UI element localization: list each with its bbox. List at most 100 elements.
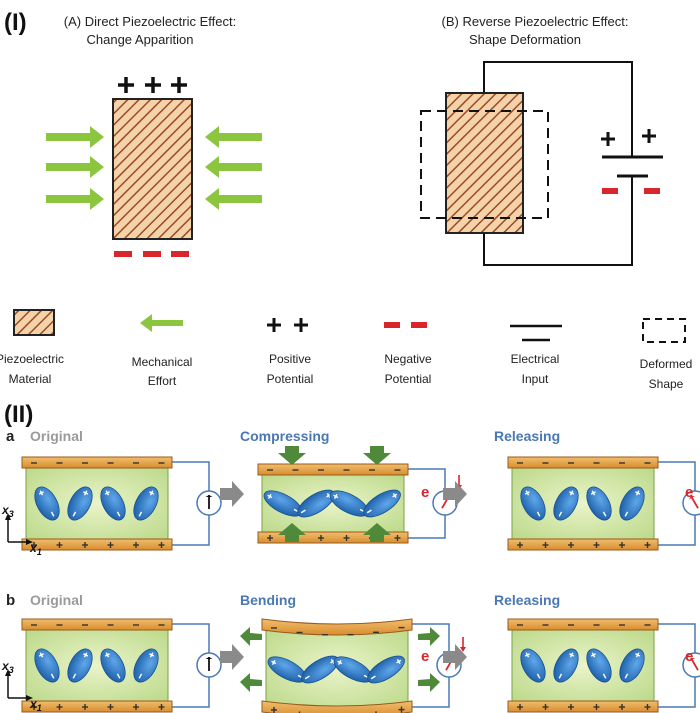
dipole-minus [536, 511, 541, 517]
row-a-letter: a [6, 428, 15, 445]
dipole-body [67, 486, 93, 521]
legend-label-deformed-line1: Deformed [640, 357, 693, 371]
row-a-stage-releasing: Releasing [494, 428, 560, 444]
piezo-material-block [112, 98, 193, 240]
top-electrode [261, 618, 413, 636]
dipole [133, 648, 159, 683]
bending-arrows [240, 627, 440, 692]
legend-negative-symbol [384, 322, 427, 328]
deformed-shape-outline [420, 110, 549, 219]
dipole-body [34, 648, 60, 683]
dipole [133, 486, 159, 521]
bottom-electrode [507, 538, 659, 551]
battery [602, 155, 663, 178]
row-a-stage-compressing: Compressing [240, 428, 329, 444]
legend-label-mechanical-line2: Effort [148, 374, 177, 388]
panel-a-original [21, 456, 222, 551]
battery-positive-charges [601, 129, 656, 146]
dipole-minus [300, 509, 306, 514]
meter-needle-head [688, 496, 696, 500]
dipole [619, 648, 645, 683]
bottom-electrode [21, 538, 173, 551]
legend-label-negative-line1: Negative [384, 352, 432, 366]
top-electrode [507, 618, 659, 631]
dipole-body [367, 655, 405, 684]
dipole-body [100, 648, 126, 683]
bottom-electrode [21, 700, 173, 713]
dipole-plus [392, 493, 398, 498]
axis-indicator-a: x3 x1 [1, 503, 42, 557]
row-b-stage-bending: Bending [240, 592, 296, 608]
legend: Piezoelectric Material Mechanical Effort… [0, 309, 693, 391]
dipole-minus [602, 511, 607, 517]
dipole-plus [39, 652, 44, 658]
process-arrow-a1 [220, 481, 244, 507]
dipole-body [34, 486, 60, 521]
dipole [297, 489, 335, 518]
process-arrow-b2 [443, 644, 467, 670]
dipole-plus [83, 652, 88, 658]
meter-needle [690, 495, 699, 509]
electron-label-releasing-b: e [685, 648, 693, 665]
row-a-stage-original: Original [30, 428, 83, 444]
dipole-minus [116, 511, 121, 517]
axis-x-label: x1 [29, 697, 42, 713]
part2-label: (II) [4, 401, 33, 428]
dipole-plus [333, 494, 339, 499]
dipole-minus [72, 673, 77, 679]
dipole-plus [525, 490, 530, 496]
electron-label-bending: e [421, 648, 429, 665]
dipole-plus [569, 652, 574, 658]
dipole-minus [370, 675, 376, 680]
meter-needle-head [688, 658, 696, 662]
dipole [553, 486, 579, 521]
force-arrow-top-right [363, 446, 391, 465]
top-electrode [507, 456, 659, 469]
panel-b-reverse-effect [420, 61, 663, 266]
panel-a-title-line2: Change Apparition [87, 32, 194, 47]
dipole [586, 486, 612, 521]
process-arrow-b1 [220, 644, 244, 670]
legend-label-mechanical-line1: Mechanical [132, 355, 193, 369]
row-b-stage-original: Original [30, 592, 83, 608]
dipole [520, 648, 546, 683]
dipole-minus [602, 673, 607, 679]
electron-label-compressing: e [421, 484, 429, 501]
dipole-plus [83, 490, 88, 496]
dipole [363, 489, 401, 518]
legend-label-positive-line1: Positive [269, 352, 311, 366]
legend-mechanical-arrow [140, 314, 183, 332]
axis-indicator-b: x3 x1 [1, 659, 42, 713]
dipole-minus [624, 511, 629, 517]
dipole-minus [558, 511, 563, 517]
process-arrows [220, 481, 467, 670]
piezo-material-block [445, 92, 524, 234]
bend-arrow-bottom-left [240, 673, 262, 692]
panel-a-title-line1: (A) Direct Piezoelectric Effect: [64, 14, 236, 29]
meter-needle-head [205, 495, 213, 497]
dipole-body [586, 486, 612, 521]
dipole-plus [149, 490, 154, 496]
dipole-plus [337, 660, 343, 665]
current-meter [682, 490, 700, 516]
dipole-body [133, 648, 159, 683]
positive-charges-top [118, 77, 187, 93]
top-electrode [21, 618, 173, 631]
part1-label: (I) [4, 9, 27, 36]
dipole-plus [39, 490, 44, 496]
bend-arrow-bottom-right [418, 673, 440, 692]
dipole [67, 648, 93, 683]
circuit-wire-top [483, 61, 633, 157]
dipole-body [133, 486, 159, 521]
legend-label-electrical-line1: Electrical [511, 352, 560, 366]
dipole-minus [536, 673, 541, 679]
dipole [263, 490, 303, 517]
axis-y-label: x3 [1, 503, 14, 519]
dipole-plus [635, 490, 640, 496]
legend-label-electrical-line2: Input [522, 372, 549, 386]
dipole-body [520, 486, 546, 521]
dipole-minus [558, 673, 563, 679]
row-b-letter: b [6, 592, 15, 609]
dipole-minus [366, 509, 372, 514]
dipole-body [586, 648, 612, 683]
